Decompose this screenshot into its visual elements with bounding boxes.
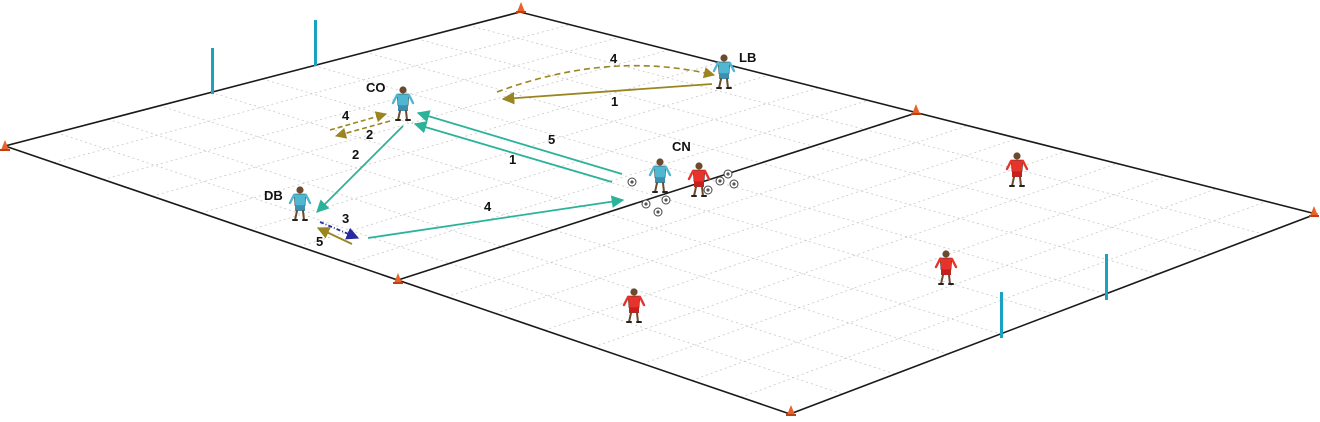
balls [627,169,739,217]
pole-left-1 [211,48,214,94]
num-co-move-b: 2 [366,127,373,142]
num-db-return: 5 [316,234,323,249]
goal-poles [211,20,1108,338]
arrow-db-dribble [319,221,360,240]
player-label-db: DB [264,188,283,203]
grid-line [152,49,670,197]
arrow-co-move-back [334,120,391,139]
grid-line [446,125,968,298]
cone-bottom [786,405,796,416]
cone-top [516,2,526,13]
sequence-numbers: 1 4 5 1 4 2 2 4 3 5 [316,51,618,249]
grid-line [544,150,1068,331]
arrows [316,64,716,245]
num-db-to-cn: 4 [484,199,492,214]
cone-halfway-top [911,104,921,115]
player-co [391,86,415,121]
pole-left-2 [314,20,317,66]
arrow-co-to-lb [496,64,716,93]
cone-halfway-bottom [393,273,403,284]
player-red-1 [687,162,711,197]
grid-line [495,137,1018,314]
player-db [288,186,312,221]
cone-right [1309,206,1319,217]
ball [703,185,713,195]
player-red-2 [1005,152,1029,187]
ball [641,199,651,209]
ball [661,195,671,205]
num-co-pass-db: 2 [352,147,359,162]
player-labels: CO LB CN DB [264,50,756,203]
pole-right-2 [1105,254,1108,300]
ball [653,207,663,217]
ball [715,176,725,186]
player-red-4 [622,288,646,323]
grid-line [53,24,570,164]
arrow-db-to-cn [367,195,625,239]
ball [723,169,733,179]
player-red-3 [934,250,958,285]
player-label-cn: CN [672,139,691,154]
pole-right-1 [1000,292,1003,338]
player-cn [648,158,672,193]
grid-line [348,99,869,264]
player-label-co: CO [366,80,386,95]
num-cn-to-co: 1 [509,152,516,167]
grid-line [740,201,1267,398]
arrow-lb-to-co [501,83,713,105]
num-db-dribble: 3 [342,211,349,226]
arrow-co-move-out [329,111,388,131]
ball [627,177,637,187]
num-co-to-cn: 5 [548,132,555,147]
arrow-co-to-db [316,125,404,213]
player-lb [712,54,736,89]
grid-line [56,132,843,395]
players [288,54,1029,323]
arrow-cn-to-co [413,121,613,183]
cone-left [0,140,10,151]
arrow-co-to-cn [416,110,623,175]
grid-line [691,188,1217,381]
ball [729,179,739,189]
player-label-lb: LB [739,50,756,65]
grid-line [103,36,620,180]
num-lb-to-co: 1 [611,94,618,109]
num-co-move-a: 4 [342,108,350,123]
num-co-to-lb: 4 [610,51,618,66]
halfway-line [397,112,917,281]
arrow-db-return [316,227,353,245]
